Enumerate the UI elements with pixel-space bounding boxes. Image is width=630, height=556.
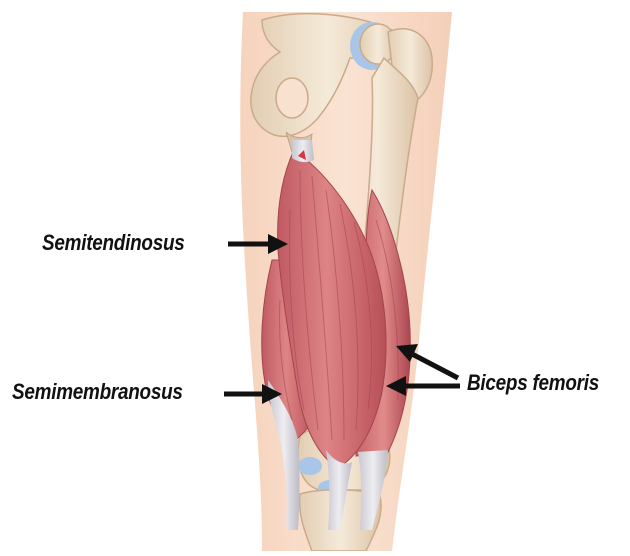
knee-cartilage-left: [298, 457, 322, 475]
label-biceps-femoris: Biceps femoris: [467, 370, 599, 396]
pelvis-foramen: [276, 78, 308, 118]
label-semitendinosus: Semitendinosus: [42, 230, 185, 256]
label-semimembranosus: Semimembranosus: [12, 379, 183, 405]
